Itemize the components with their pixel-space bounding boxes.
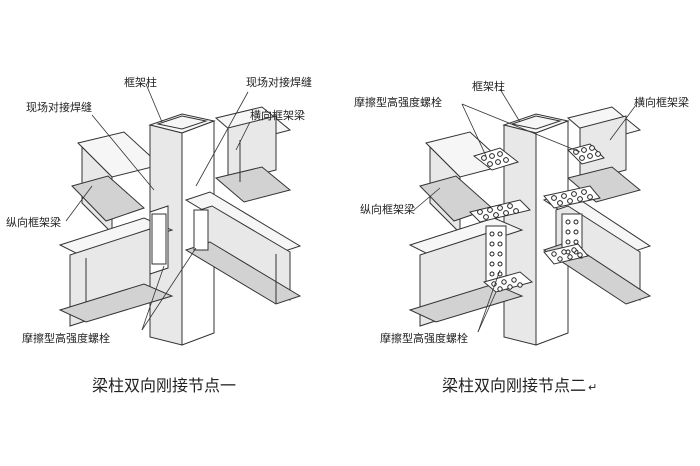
fig1-label-column: 框架柱 xyxy=(124,75,157,89)
fig1-bolt-group-right xyxy=(193,209,209,251)
fig2-label-bolt-bottom: 摩擦型高强度螺栓 xyxy=(380,331,468,345)
fig1-label-field-weld-left: 现场对接焊缝 xyxy=(26,100,92,114)
fig1-leaders xyxy=(65,83,251,331)
fig2-label-transverse-beam: 横向框架梁 xyxy=(634,95,689,109)
figure-2-drawing: 框架柱 摩擦型高强度螺栓 横向框架梁 纵向框架梁 摩擦型高强度螺栓 梁柱双向刚接… xyxy=(354,79,689,395)
fig1-label-bolt: 摩擦型高强度螺栓 xyxy=(22,331,110,345)
fig1-label-transverse-beam: 横向框架梁 xyxy=(250,108,305,122)
figure-1-drawing: 框架柱 现场对接焊缝 现场对接焊缝 横向框架梁 纵向框架梁 摩擦型高强度螺栓 梁… xyxy=(6,75,312,395)
fig2-leaders xyxy=(413,88,637,333)
fig1-back-right-beam xyxy=(214,106,292,203)
fig2-label-column: 框架柱 xyxy=(472,79,505,93)
fig1-bolt-group-left xyxy=(151,213,167,265)
fig2-caption-mark: ↵ xyxy=(588,381,597,394)
fig1-label-longitudinal-beam: 纵向框架梁 xyxy=(6,215,61,229)
fig2-front-left-beam xyxy=(408,217,524,327)
fig2-bolts xyxy=(477,145,601,292)
fig1-caption: 梁柱双向刚接节点一 xyxy=(92,376,236,395)
fig2-label-longitudinal-beam: 纵向框架梁 xyxy=(360,202,415,216)
fig2-column xyxy=(502,113,570,346)
fig1-back-left-beam xyxy=(71,131,162,235)
fig2-caption-text: 梁柱双向刚接节点二 xyxy=(442,376,586,395)
fig1-label-field-weld-right: 现场对接焊缝 xyxy=(246,75,312,89)
fig2-caption: 梁柱双向刚接节点二↵ xyxy=(442,376,597,395)
fig1-front-left-beam xyxy=(58,205,174,327)
fig2-label-bolt-top: 摩擦型高强度螺栓 xyxy=(354,95,442,109)
